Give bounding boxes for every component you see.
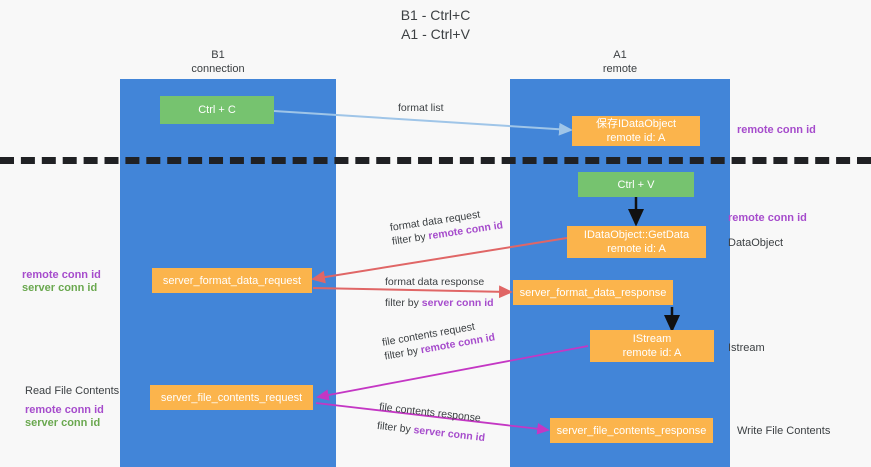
node-istream-line2: remote id: A xyxy=(622,347,682,359)
node-server-format-data-request-label: server_format_data_request xyxy=(162,274,302,287)
annotation-remote-conn-id-mid: remote conn id xyxy=(728,212,807,224)
node-istream-line1: IStream xyxy=(632,333,672,345)
annotation-left-server-conn-id-bot: server conn id xyxy=(25,417,101,429)
column-header-a1-role: remote xyxy=(602,63,638,75)
node-idataobject-getdata[interactable]: IDataObject::GetData remote id: A xyxy=(567,226,706,258)
section-divider xyxy=(0,157,871,164)
annotation-left-server-conn-id-mid: server conn id xyxy=(22,282,98,294)
column-header-b1-role: connection xyxy=(191,63,245,75)
node-save-idataobject-line1: 保存IDataObject xyxy=(595,118,677,130)
node-idataobject-getdata-line2: remote id: A xyxy=(607,243,666,255)
node-server-format-data-response-label: server_format_data_response xyxy=(519,286,667,299)
edge-label-format-data-response-line2: filter by server conn id xyxy=(385,297,494,309)
annotation-write-file-contents: Write File Contents xyxy=(737,425,831,437)
annotation-remote-conn-id-top: remote conn id xyxy=(737,124,816,136)
node-save-idataobject-line2: remote id: A xyxy=(606,132,666,144)
annotation-read-file-contents: Read File Contents xyxy=(25,385,120,397)
title-line-2: A1 - Ctrl+V xyxy=(401,26,470,42)
column-header-a1: A1 remote xyxy=(540,48,700,76)
column-header-b1-name: B1 xyxy=(211,49,225,61)
node-ctrl-v-label: Ctrl + V xyxy=(617,178,655,191)
title-line-1: B1 - Ctrl+C xyxy=(400,7,471,23)
arrow-format-data-request xyxy=(311,237,568,284)
edge-label-format-data-response-line1: format data response xyxy=(385,276,485,288)
edge-label-format-data-response: format data response filter by server co… xyxy=(385,275,494,310)
annotation-istream: Istream xyxy=(728,342,765,354)
column-header-a1-name: A1 xyxy=(613,49,627,61)
node-ctrl-c-label: Ctrl + C xyxy=(198,104,236,116)
node-server-file-contents-response-label: server_file_contents_response xyxy=(556,424,707,437)
arrow-file-contents-request xyxy=(316,345,589,401)
column-header-b1: B1 connection xyxy=(138,48,298,76)
node-idataobject-getdata-line1: IDataObject::GetData xyxy=(583,229,690,241)
node-ctrl-v[interactable]: Ctrl + V xyxy=(578,172,694,197)
arrow-format-data-response xyxy=(312,285,513,299)
node-ctrl-c[interactable]: Ctrl + C xyxy=(160,96,274,124)
annotation-dataobject: DataObject xyxy=(728,237,784,249)
node-istream[interactable]: IStream remote id: A xyxy=(590,330,714,362)
node-save-idataobject[interactable]: 保存IDataObject remote id: A xyxy=(572,116,700,146)
arrow-format-list xyxy=(273,110,573,136)
edge-label-format-list: format list xyxy=(398,102,444,114)
token-server-conn-id: server conn id xyxy=(421,297,494,309)
node-server-file-contents-request-label: server_file_contents_request xyxy=(160,391,303,404)
node-server-format-data-response[interactable]: server_format_data_response xyxy=(513,280,673,305)
page-title: B1 - Ctrl+C A1 - Ctrl+V xyxy=(0,6,871,44)
annotation-left-remote-conn-id-bot: remote conn id xyxy=(25,404,104,416)
node-server-file-contents-request[interactable]: server_file_contents_request xyxy=(150,385,313,410)
annotation-left-remote-conn-id-mid: remote conn id xyxy=(22,269,101,281)
arrow-file-contents-response xyxy=(315,402,550,435)
node-server-format-data-request[interactable]: server_format_data_request xyxy=(152,268,312,293)
node-server-file-contents-response[interactable]: server_file_contents_response xyxy=(550,418,713,443)
